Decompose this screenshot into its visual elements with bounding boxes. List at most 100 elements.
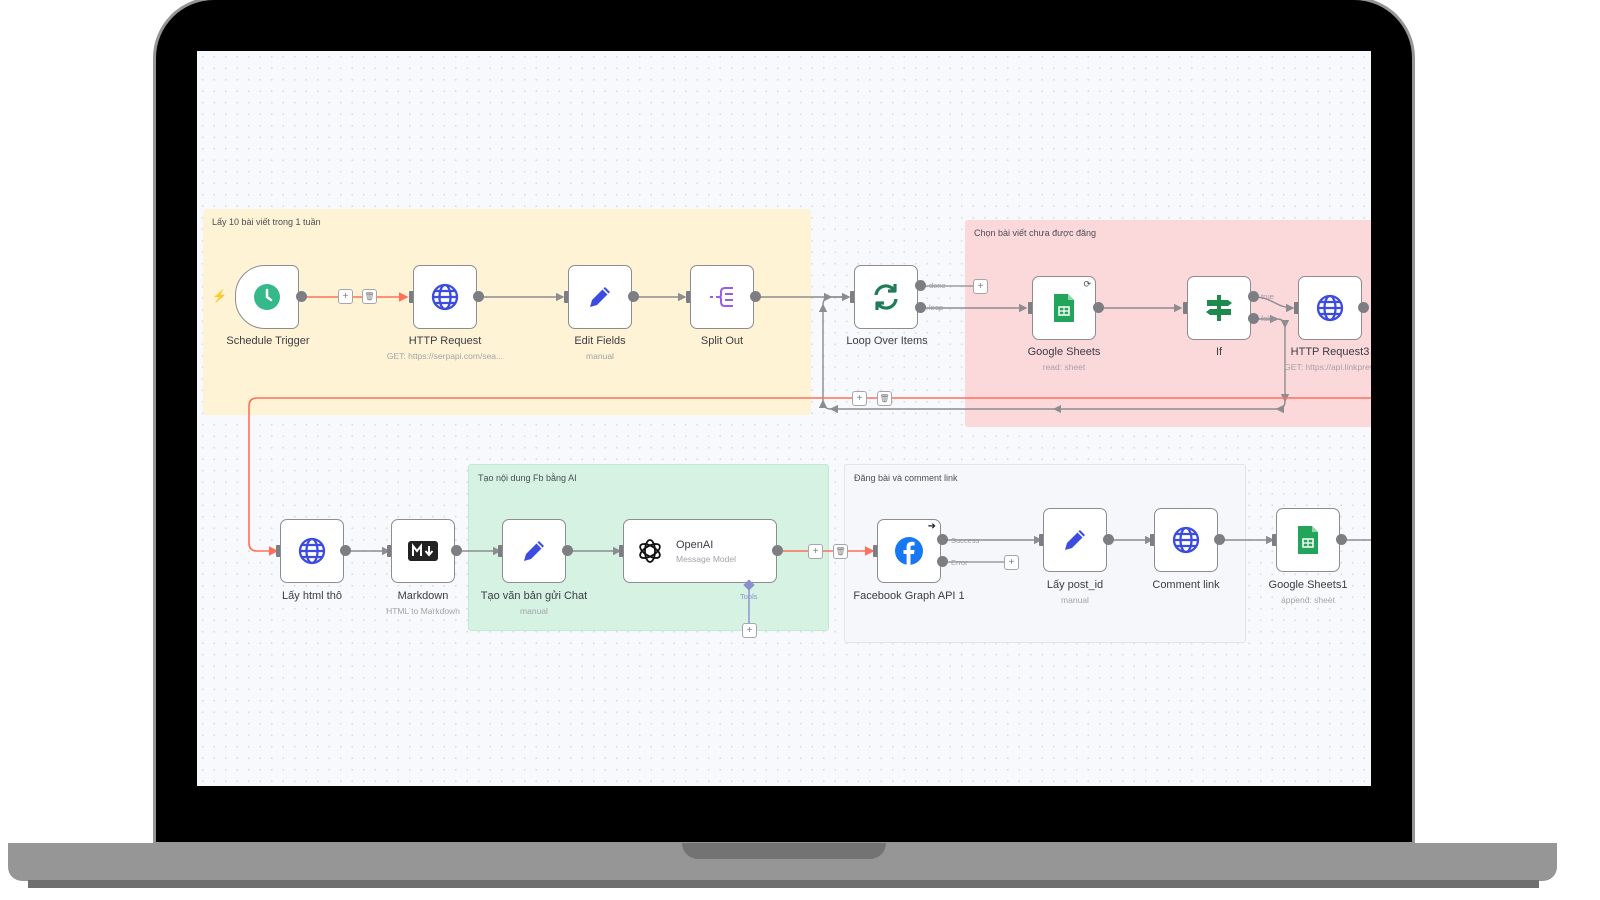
- pencil-icon: [590, 287, 610, 307]
- port-label-loop: loop: [929, 303, 944, 312]
- output-handle[interactable]: [451, 545, 462, 556]
- facebook-icon: [895, 537, 923, 565]
- node-google-sheets1[interactable]: [1276, 508, 1340, 572]
- globe-icon: [298, 537, 326, 565]
- node-subtitle: Message Model: [676, 553, 737, 564]
- node-tao-van-ban[interactable]: [502, 519, 566, 583]
- node-split-out[interactable]: [690, 265, 754, 329]
- connections-layer: [248, 285, 1371, 624]
- input-handle[interactable]: [1039, 534, 1045, 546]
- node-label: Facebook Graph API 1: [853, 590, 965, 602]
- port-label-error: Error: [951, 558, 968, 567]
- input-handle[interactable]: [564, 291, 570, 303]
- node-label: Markdown: [397, 590, 449, 602]
- node-lay-html-tho[interactable]: [280, 519, 344, 583]
- add-node-button[interactable]: +: [973, 279, 988, 294]
- input-handle[interactable]: [276, 545, 282, 557]
- node-subtitle: manual: [520, 606, 548, 616]
- add-tool-button[interactable]: +: [742, 623, 757, 638]
- output-handle[interactable]: [1103, 534, 1114, 545]
- node-label: OpenAI: [676, 538, 714, 551]
- node-subtitle: read: sheet: [1042, 362, 1086, 372]
- sticky-title: Chọn bài viết chưa được đăng: [974, 228, 1097, 238]
- node-facebook-graph-api[interactable]: ➜: [877, 519, 941, 583]
- sticky-title: Tạo nội dung Fb bằng AI: [478, 473, 577, 483]
- globe-icon: [1316, 294, 1344, 322]
- node-label: Edit Fields: [574, 335, 626, 347]
- output-handle-done[interactable]: [915, 280, 926, 291]
- input-handle[interactable]: [686, 291, 692, 303]
- node-comment-link[interactable]: [1154, 508, 1218, 572]
- output-handle[interactable]: [340, 545, 351, 556]
- input-handle[interactable]: [850, 291, 856, 303]
- output-handle[interactable]: [1093, 302, 1104, 313]
- add-node-button[interactable]: +: [338, 289, 353, 304]
- delete-connection-button[interactable]: 🗑: [877, 391, 892, 406]
- openai-icon: [639, 539, 661, 563]
- input-handle[interactable]: [619, 545, 625, 557]
- output-handle[interactable]: [1358, 302, 1369, 313]
- trash-icon: 🗑: [879, 393, 890, 403]
- node-lay-post-id[interactable]: [1043, 508, 1107, 572]
- node-subtitle: GET: https://serpapi.com/sea...: [386, 351, 504, 361]
- laptop-notch: [682, 843, 886, 859]
- input-handle[interactable]: [1272, 534, 1278, 546]
- node-schedule-trigger[interactable]: [235, 265, 299, 329]
- markdown-icon: [408, 541, 438, 561]
- node-openai[interactable]: OpenAI Message Model: [623, 519, 777, 583]
- node-edit-fields[interactable]: [568, 265, 632, 329]
- node-subtitle: append: sheet: [1281, 595, 1335, 605]
- node-subtitle: GET: https://api.linkprevi: [1284, 362, 1371, 372]
- output-handle[interactable]: [1214, 534, 1225, 545]
- input-handle[interactable]: [409, 291, 415, 303]
- node-label: Google Sheets: [1027, 346, 1101, 358]
- output-handle[interactable]: [750, 291, 761, 302]
- node-subtitle: manual: [1061, 595, 1089, 605]
- input-handle[interactable]: [1150, 534, 1156, 546]
- node-label: Lấy post_id: [1046, 579, 1104, 591]
- output-handle-true[interactable]: [1248, 291, 1259, 302]
- output-handle[interactable]: [628, 291, 639, 302]
- sticky-title: Đăng bài và comment link: [854, 473, 958, 483]
- add-node-button[interactable]: +: [808, 544, 823, 559]
- add-node-button[interactable]: +: [1004, 555, 1019, 570]
- node-label: Schedule Trigger: [226, 335, 310, 347]
- node-http-request3[interactable]: [1298, 276, 1362, 340]
- node-label: Google Sheets1: [1268, 579, 1348, 591]
- output-handle-error[interactable]: [937, 556, 948, 567]
- output-handle-loop[interactable]: [915, 302, 926, 313]
- input-handle[interactable]: [873, 545, 879, 557]
- trash-icon: 🗑: [835, 546, 846, 556]
- node-markdown[interactable]: [391, 519, 455, 583]
- node-google-sheets[interactable]: ⟳: [1032, 276, 1096, 340]
- sheets-icon: [1298, 526, 1318, 554]
- input-handle[interactable]: [498, 545, 504, 557]
- output-handle[interactable]: [772, 545, 783, 556]
- node-subtitle: manual: [586, 351, 614, 361]
- add-node-button[interactable]: +: [852, 391, 867, 406]
- node-loop-over-items[interactable]: [854, 265, 918, 329]
- pencil-icon: [1065, 530, 1085, 550]
- port-label-true: true: [1261, 292, 1274, 301]
- output-handle-false[interactable]: [1248, 313, 1259, 324]
- node-subtitle: HTML to Markdown: [386, 606, 460, 616]
- input-handle[interactable]: [1183, 302, 1189, 314]
- input-handle[interactable]: [1294, 302, 1300, 314]
- node-if[interactable]: [1187, 276, 1251, 340]
- delete-connection-button[interactable]: 🗑: [833, 544, 848, 559]
- node-label: Split Out: [700, 335, 744, 347]
- input-handle[interactable]: [387, 545, 393, 557]
- output-handle[interactable]: [1336, 534, 1347, 545]
- output-handle[interactable]: [473, 291, 484, 302]
- node-http-request[interactable]: [413, 265, 477, 329]
- input-handle[interactable]: [1028, 302, 1034, 314]
- output-handle[interactable]: [562, 545, 573, 556]
- output-handle-success[interactable]: [937, 534, 948, 545]
- trash-icon: 🗑: [364, 291, 375, 301]
- output-handle[interactable]: [296, 291, 307, 302]
- signpost-icon: [1206, 295, 1232, 321]
- delete-connection-button[interactable]: 🗑: [362, 289, 377, 304]
- workflow-canvas[interactable]: Lấy 10 bài viết trong 1 tuần Chọn bài vi…: [197, 51, 1371, 786]
- port-label-done: done: [929, 281, 946, 290]
- node-label: If: [1215, 346, 1223, 358]
